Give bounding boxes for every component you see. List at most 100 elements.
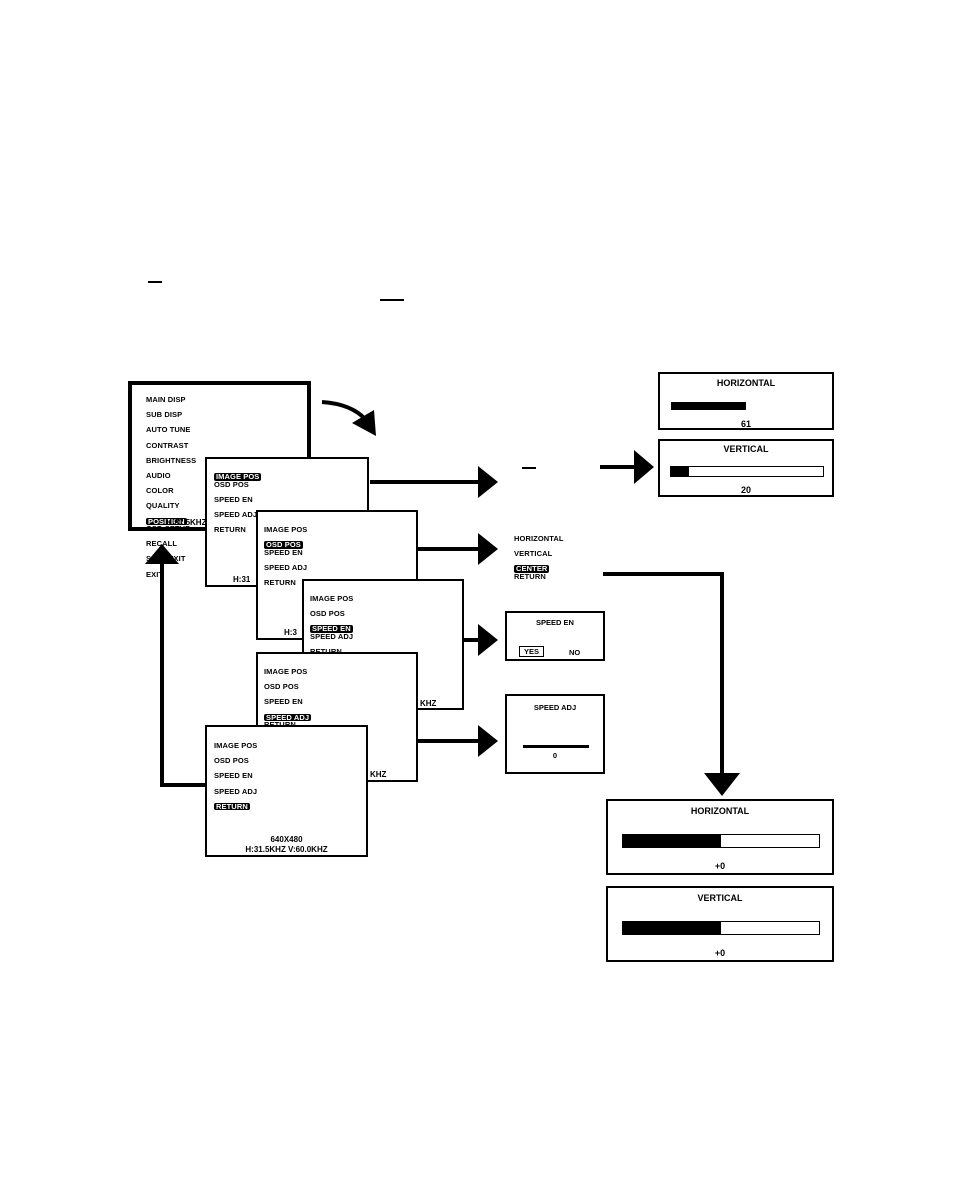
osd-vertical-panel: VERTICAL +0 bbox=[606, 886, 834, 962]
arrow-1-head bbox=[478, 466, 498, 498]
return-arrowhead bbox=[145, 544, 179, 564]
slider-fill bbox=[671, 402, 746, 410]
freq-full-label: H:31.5KHZ V:60.0KHZ bbox=[245, 845, 328, 854]
main-menu-list: MAIN DISP SUB DISP AUTO TUNE CONTRAST BRIGHT… bbox=[146, 396, 196, 586]
freq-label: H:3 bbox=[284, 628, 297, 637]
position-menu-item[interactable]: SPEED ADJ bbox=[214, 509, 258, 519]
slider-value: 61 bbox=[740, 419, 751, 429]
return-connector bbox=[160, 562, 206, 787]
slider-value: 20 bbox=[740, 485, 751, 495]
main-menu-item[interactable]: BRIGHTNESS bbox=[146, 455, 197, 465]
position-menu-item[interactable]: IMAGE POS bbox=[310, 594, 354, 603]
panel-title: VERTICAL bbox=[723, 444, 769, 454]
osd-pos-item[interactable]: VERTICAL bbox=[514, 549, 553, 559]
position-menu-item[interactable]: RETURN bbox=[214, 801, 250, 811]
position-menu-item[interactable]: SPEED EN bbox=[264, 547, 303, 557]
position-menu-item[interactable]: SPEED EN bbox=[214, 494, 253, 504]
dash-mark bbox=[522, 467, 536, 469]
image-pos-horizontal-panel: HORIZONTAL 61 bbox=[658, 372, 834, 430]
main-menu-item[interactable]: QUALITY bbox=[146, 501, 180, 511]
arrow-4-head bbox=[478, 725, 498, 757]
speed-adj-slider[interactable] bbox=[523, 745, 589, 748]
main-menu-freq: H:31.5KHZ bbox=[166, 518, 207, 527]
main-menu-item[interactable]: POSITION bbox=[146, 516, 187, 526]
position-menu-item[interactable]: SPEED ADJ bbox=[264, 562, 308, 572]
position-menu-item[interactable]: IMAGE POS bbox=[264, 525, 308, 534]
speed-en-panel: SPEED EN YES NO bbox=[505, 611, 605, 661]
main-menu-item[interactable]: RECALL bbox=[146, 539, 178, 549]
speed-adj-panel: SPEED ADJ 0 bbox=[505, 694, 605, 774]
main-menu-item[interactable]: AUTO TUNE bbox=[146, 425, 191, 435]
osd-pos-item[interactable]: RETURN bbox=[514, 571, 546, 581]
position-menu-item[interactable]: RETURN bbox=[264, 578, 296, 588]
position-menu-item[interactable]: SPEED ADJ bbox=[310, 631, 354, 641]
mode-label: 640X480 bbox=[270, 835, 303, 844]
osd-horizontal-panel: HORIZONTAL +0 bbox=[606, 799, 834, 875]
panel-title: HORIZONTAL bbox=[716, 378, 776, 388]
main-menu-item[interactable]: EXIT bbox=[146, 569, 164, 579]
dash-mark bbox=[380, 299, 404, 301]
arrow-3-head bbox=[478, 624, 498, 656]
main-menu-item[interactable]: OSD SETUP bbox=[146, 524, 191, 534]
freq-label: H:31 bbox=[233, 575, 251, 584]
position-menu-item[interactable]: OSD POS bbox=[310, 609, 345, 619]
panel-title: HORIZONTAL bbox=[690, 806, 750, 816]
position-menu-item[interactable]: IMAGE POS bbox=[214, 472, 262, 481]
panel-title: SPEED EN bbox=[536, 618, 574, 627]
position-menu-item[interactable]: OSD POS bbox=[264, 540, 303, 550]
slider-fill bbox=[623, 835, 721, 847]
curved-arrow bbox=[321, 400, 368, 422]
arrow-2-head bbox=[478, 533, 498, 565]
position-menu-item[interactable]: IMAGE POS bbox=[264, 667, 308, 676]
main-menu-item[interactable]: AUDIO bbox=[146, 470, 171, 480]
vertical-slider[interactable] bbox=[670, 466, 824, 477]
position-menu-item[interactable]: IMAGE POS bbox=[214, 741, 258, 750]
elbow-arrowhead bbox=[704, 773, 740, 796]
elbow-connector bbox=[603, 572, 724, 775]
yes-option[interactable]: YES bbox=[519, 646, 545, 657]
main-menu-item[interactable]: MAIN DISP bbox=[146, 395, 186, 404]
main-menu-item[interactable]: COLOR bbox=[146, 486, 174, 496]
position-menu-item[interactable]: OSD POS bbox=[214, 756, 249, 766]
image-pos-vertical-panel: VERTICAL 20 bbox=[658, 439, 834, 497]
position-menu-item[interactable]: SPEED ADJ bbox=[214, 786, 258, 796]
position-menu-list: IMAGE POS OSD POS SPEED EN SPEED ADJ RETURN bbox=[214, 741, 258, 811]
main-menu-item[interactable]: CONTRAST bbox=[146, 440, 189, 450]
position-menu-item[interactable]: OSD POS bbox=[214, 479, 249, 489]
freq-label: KHZ bbox=[420, 699, 437, 708]
panel-title: SPEED ADJ bbox=[533, 703, 577, 712]
position-menu-item[interactable]: SPEED EN bbox=[264, 697, 303, 707]
osd-pos-item[interactable]: CENTER bbox=[514, 564, 550, 574]
slider-value: +0 bbox=[714, 948, 726, 958]
main-menu-item[interactable]: SUB DISP bbox=[146, 410, 183, 420]
horizontal-slider[interactable] bbox=[622, 834, 820, 848]
position-menu-item[interactable]: OSD POS bbox=[264, 682, 299, 692]
freq-label: KHZ bbox=[370, 770, 387, 779]
panel-title: VERTICAL bbox=[697, 893, 743, 903]
slider-value: 0 bbox=[552, 751, 558, 760]
vertical-slider[interactable] bbox=[622, 921, 820, 935]
position-menu-item[interactable]: RETURN bbox=[264, 721, 311, 729]
position-menu-item[interactable]: SPEED EN bbox=[310, 624, 353, 634]
no-option[interactable]: NO bbox=[569, 648, 581, 657]
position-menu-item[interactable]: SPEED EN bbox=[214, 771, 253, 781]
position-menu-item[interactable]: SPEED ADJ bbox=[264, 712, 312, 722]
slider-value: +0 bbox=[714, 861, 726, 871]
position-menu-item[interactable]: RETURN bbox=[310, 648, 353, 656]
slider-fill bbox=[623, 922, 721, 934]
dash-mark bbox=[148, 281, 162, 283]
osd-pos-item[interactable]: HORIZONTAL bbox=[514, 534, 564, 543]
main-menu-item[interactable]: SAVE EXIT bbox=[146, 554, 186, 564]
arrow-1b-head bbox=[634, 450, 654, 484]
horizontal-slider[interactable] bbox=[670, 401, 822, 411]
curved-arrowhead bbox=[352, 410, 376, 436]
position-menu-item[interactable]: RETURN bbox=[214, 525, 246, 535]
